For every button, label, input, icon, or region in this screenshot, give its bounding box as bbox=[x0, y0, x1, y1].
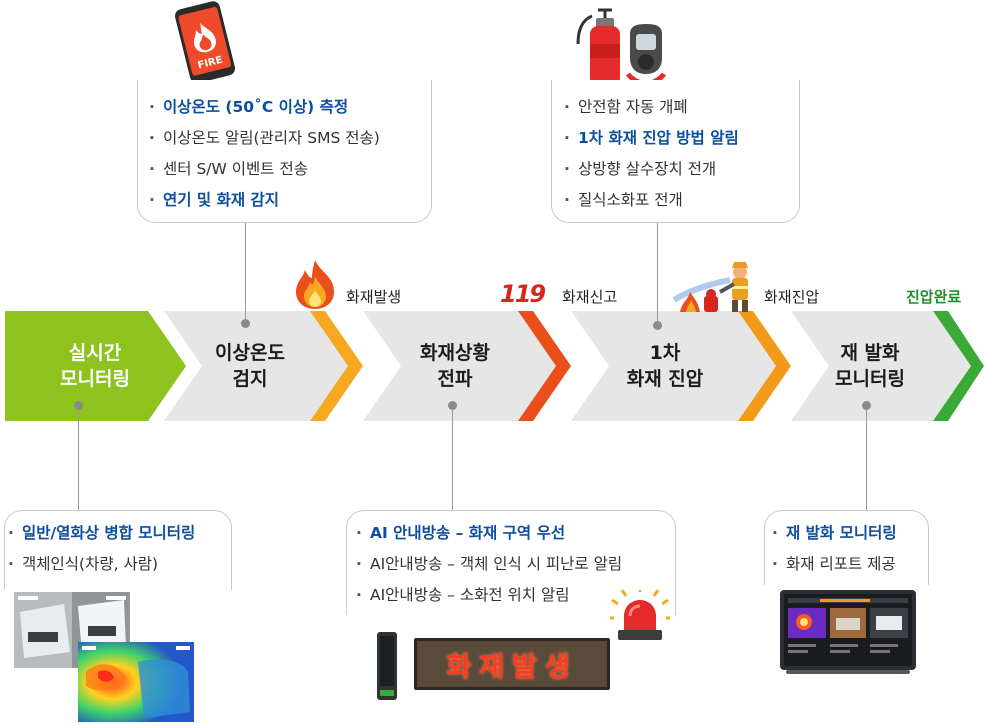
list-item: 안전함 자동 개폐 bbox=[564, 92, 739, 123]
emergency-119-badge: 119 bbox=[500, 280, 546, 308]
connector-line bbox=[245, 223, 246, 323]
connector-dot bbox=[862, 401, 871, 410]
list-item: 객체인식(차량, 사람) bbox=[8, 549, 195, 580]
thermal-camera-feed-image bbox=[78, 642, 194, 722]
step-3-shape bbox=[363, 311, 556, 421]
list-item: 일반/열화상 병합 모니터링 bbox=[8, 518, 195, 549]
monitoring-bullet-list: 일반/열화상 병합 모니터링 객체인식(차량, 사람) bbox=[8, 518, 195, 580]
chevron-green bbox=[933, 311, 984, 421]
chevron-yellow bbox=[310, 311, 363, 421]
list-item: 연기 및 화재 감지 bbox=[149, 185, 380, 216]
fire-alert-phone-icon: FIRE bbox=[175, 1, 236, 84]
step-abnormal-temp-detect: 이상온도 검지 bbox=[215, 342, 285, 390]
cctv-camera-feed-image bbox=[14, 592, 130, 668]
connector-line bbox=[452, 405, 453, 510]
speaker-column-icon bbox=[377, 632, 397, 700]
fire-icon bbox=[296, 260, 334, 309]
event-fire-report: 화재신고 bbox=[562, 288, 618, 306]
list-item: 1차 화재 진압 방법 알림 bbox=[564, 123, 739, 154]
event-suppress-done: 진압완료 bbox=[906, 288, 962, 306]
fire-report-monitor-image bbox=[780, 590, 916, 674]
step-reignition-monitoring: 재 발화 모니터링 bbox=[835, 342, 905, 390]
list-item: 질식소화포 전개 bbox=[564, 185, 739, 216]
event-fire-occur: 화재발생 bbox=[346, 288, 402, 306]
list-item: 센터 S/W 이벤트 전송 bbox=[149, 154, 380, 185]
connector-line bbox=[866, 405, 867, 510]
process-flow-band bbox=[5, 311, 984, 421]
broadcast-bullet-list: AI 안내방송 – 화재 구역 우선 AI안내방송 – 객체 인식 시 피난로 … bbox=[356, 518, 622, 611]
connector-dot bbox=[74, 401, 83, 410]
list-item: 이상온도 (50˚C 이상) 측정 bbox=[149, 92, 380, 123]
step-realtime-monitoring: 실시간 모니터링 bbox=[60, 342, 130, 390]
emergency-siren-icon bbox=[610, 590, 670, 640]
list-item: 상방향 살수장치 전개 bbox=[564, 154, 739, 185]
list-item: AI 안내방송 – 화재 구역 우선 bbox=[356, 518, 622, 549]
reignition-bullet-list: 재 발화 모니터링 화재 리포트 제공 bbox=[772, 518, 897, 580]
suppression-bullet-list: 안전함 자동 개폐 1차 화재 진압 방법 알림 상방향 살수장치 전개 질식소… bbox=[564, 92, 739, 216]
list-item: AI안내방송 – 객체 인식 시 피난로 알림 bbox=[356, 549, 622, 580]
list-item: 이상온도 알림(관리자 SMS 전송) bbox=[149, 123, 380, 154]
list-item: AI안내방송 – 소화전 위치 알림 bbox=[356, 580, 622, 611]
extinguisher-and-mask-icon bbox=[576, 8, 667, 87]
step-1-shape bbox=[5, 311, 186, 421]
list-item: 재 발화 모니터링 bbox=[772, 518, 897, 549]
step-first-suppression: 1차 화재 진압 bbox=[626, 342, 704, 390]
event-fire-suppress: 화재진압 bbox=[764, 288, 820, 306]
fire-led-sign: 화재발생 bbox=[414, 638, 610, 690]
step-4-shape bbox=[571, 311, 776, 421]
chevron-orange bbox=[738, 311, 791, 421]
connector-dot bbox=[653, 321, 662, 330]
firefighter-hose-icon bbox=[672, 262, 748, 312]
connector-line bbox=[78, 405, 79, 510]
connector-line bbox=[657, 223, 658, 325]
step-2-shape bbox=[164, 311, 348, 421]
led-sign-text: 화재발생 bbox=[446, 651, 578, 683]
detection-bullet-list: 이상온도 (50˚C 이상) 측정 이상온도 알림(관리자 SMS 전송) 센터… bbox=[149, 92, 380, 216]
chevron-red bbox=[518, 311, 571, 421]
step-5-shape bbox=[791, 311, 971, 421]
connector-dot bbox=[241, 319, 250, 328]
connector-dot bbox=[448, 401, 457, 410]
list-item: 화재 리포트 제공 bbox=[772, 549, 897, 580]
step-fire-propagation: 화재상황 전파 bbox=[420, 342, 490, 390]
